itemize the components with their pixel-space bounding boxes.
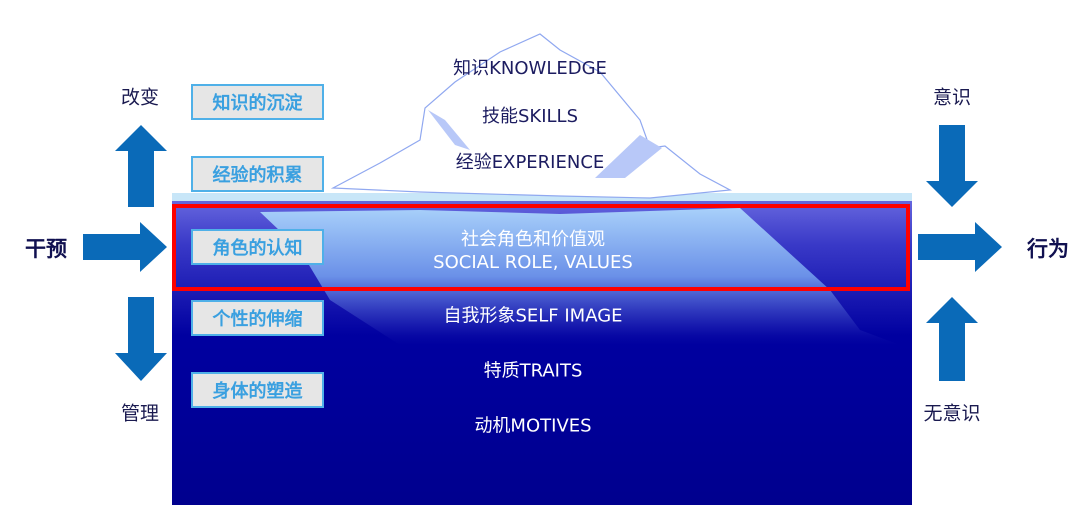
- knowledge-text: 知识KNOWLEDGE: [453, 58, 607, 79]
- intervene-label: 干预: [25, 237, 67, 261]
- change-label: 改变: [120, 86, 160, 109]
- label-role: 角色的认知: [191, 229, 324, 265]
- skills-text: 技能SKILLS: [481, 106, 579, 127]
- arrow-down-left: [115, 297, 167, 381]
- label-personality: 个性的伸缩: [191, 300, 324, 336]
- conscious-label: 意识: [932, 86, 972, 109]
- highlight-box: [172, 204, 910, 291]
- underwater-ice: [260, 208, 900, 345]
- arrow-right-right: [918, 222, 1002, 272]
- arrow-up-right: [926, 297, 978, 381]
- behavior-label: 行为: [1027, 237, 1069, 261]
- unconscious-label: 无意识: [923, 402, 981, 425]
- motives-text: 动机MOTIVES: [474, 415, 592, 437]
- traits-text: 特质TRAITS: [483, 360, 583, 382]
- label-knowledge: 知识的沉淀: [191, 84, 324, 120]
- social-role-en: SOCIAL ROLE, VALUES: [433, 252, 633, 273]
- manage-label: 管理: [120, 402, 160, 425]
- social-role-cn: 社会角色和价值观: [460, 229, 605, 250]
- label-body: 身体的塑造: [191, 372, 324, 408]
- arrow-up-left: [115, 125, 167, 207]
- self-image-text: 自我形象SELF IMAGE: [443, 305, 623, 327]
- arrow-right-left: [83, 222, 167, 272]
- experience-text: 经验EXPERIENCE: [455, 152, 605, 173]
- arrows: [83, 125, 1002, 381]
- label-experience: 经验的积累: [191, 156, 324, 192]
- arrow-down-right: [926, 125, 978, 207]
- social-role-text: 社会角色和价值观 SOCIAL ROLE, VALUES: [433, 228, 633, 274]
